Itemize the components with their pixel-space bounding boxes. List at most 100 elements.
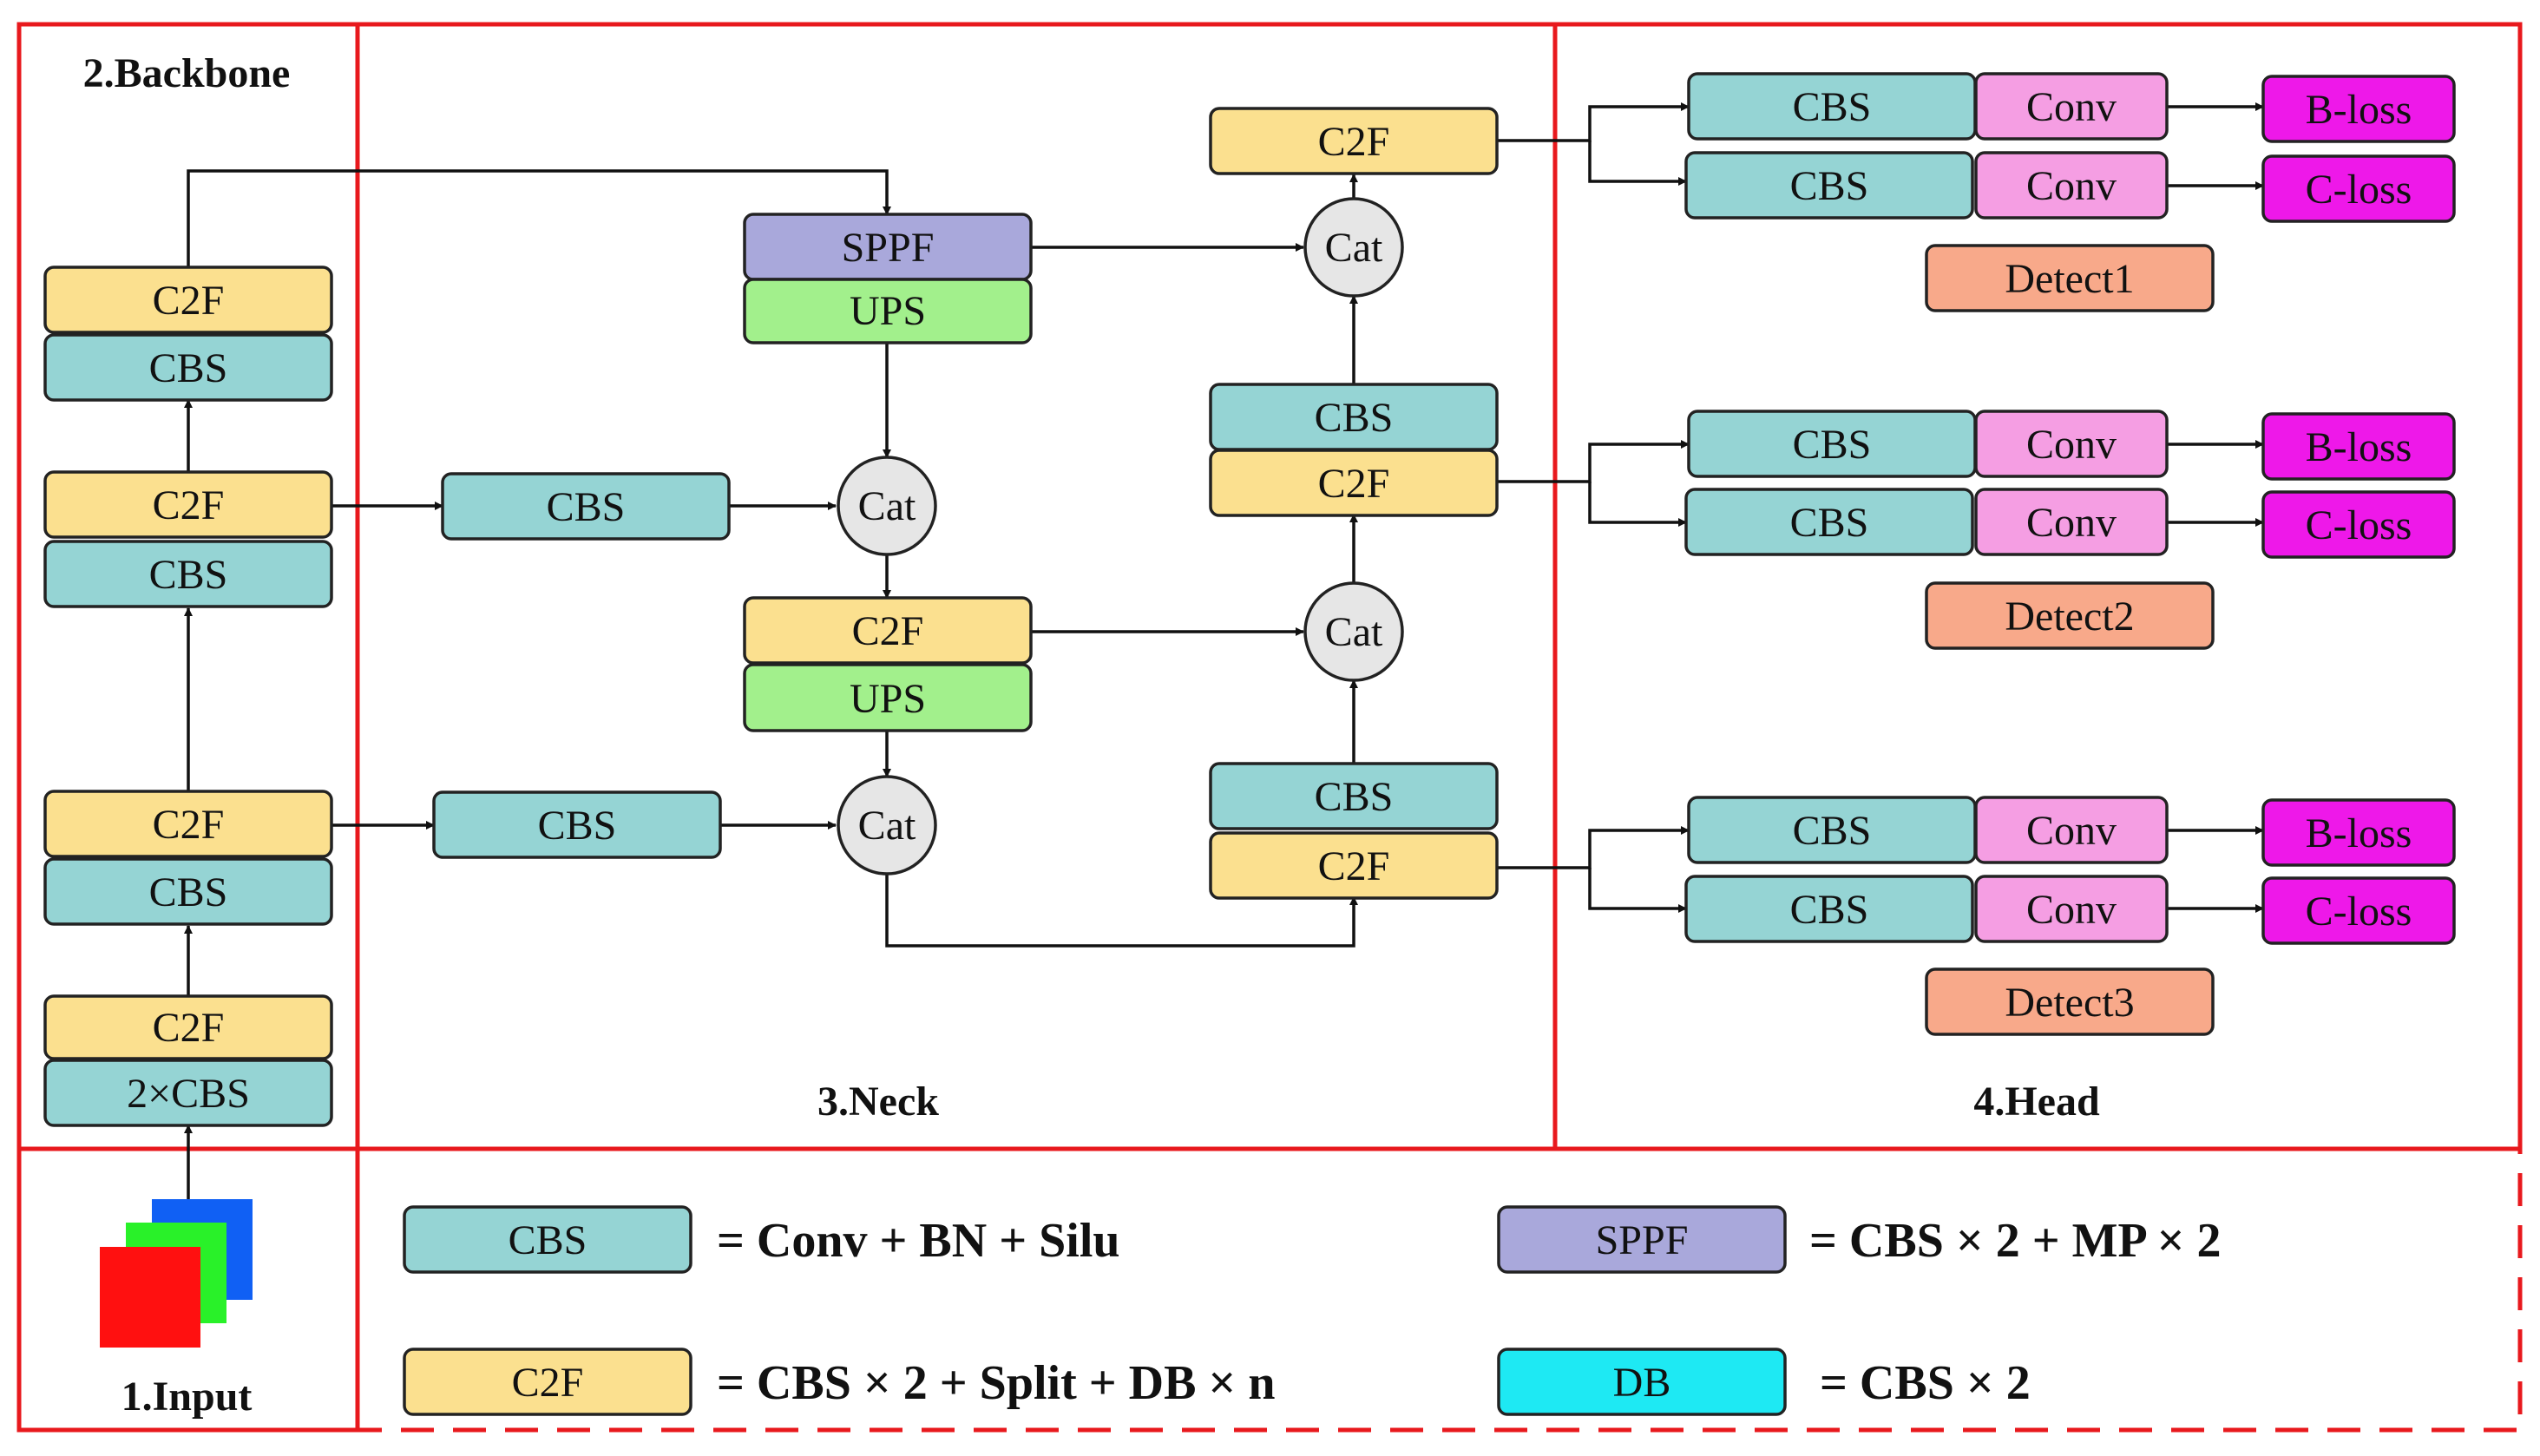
backbone-cbs-3 bbox=[43, 540, 333, 608]
neck-cat-3 bbox=[1303, 197, 1404, 298]
legend-cbs-swatch bbox=[403, 1205, 692, 1274]
connectors bbox=[184, 102, 2264, 1199]
head-3-bloss bbox=[2261, 798, 2456, 867]
backbone-c2f-2-label: C2F bbox=[153, 802, 225, 848]
head-2-conv-b bbox=[1974, 488, 2169, 556]
head-2-closs-label: C-loss bbox=[2306, 502, 2412, 548]
neck-cat-4-label: Cat bbox=[1325, 609, 1383, 655]
head-1-conv-a bbox=[1974, 72, 2169, 141]
backbone-cbs-4-label: CBS bbox=[149, 345, 228, 391]
head-2-cbs-b bbox=[1684, 488, 1974, 556]
neck-ups-1-label: UPS bbox=[850, 288, 926, 334]
neck-title: 3.Neck bbox=[817, 1079, 939, 1125]
backbone-c2f-4 bbox=[43, 266, 333, 334]
head-3-closs bbox=[2261, 876, 2456, 945]
backbone-cbs-2 bbox=[43, 857, 333, 926]
backbone-cbs-2-label: CBS bbox=[149, 869, 228, 915]
neck-c2f-top bbox=[1209, 107, 1499, 175]
neck-c2f-mid-label: C2F bbox=[852, 608, 924, 654]
head: CBS Conv B-loss CBS Conv C-loss Detect1 … bbox=[1684, 72, 2456, 1036]
backbone-c2f-3-label: C2F bbox=[153, 482, 225, 528]
head-3-conv-b-label: Conv bbox=[2026, 887, 2117, 933]
head-3-cbs-a-label: CBS bbox=[1793, 808, 1872, 854]
head-1-cbs-b bbox=[1684, 151, 1974, 220]
legend-db-definition: = CBS × 2 bbox=[1820, 1356, 2031, 1410]
neck-cbs-mid bbox=[441, 472, 731, 541]
neck-cat-3-label: Cat bbox=[1325, 225, 1383, 271]
legend-db-swatch bbox=[1497, 1348, 1787, 1416]
legend-sppf-label: SPPF bbox=[1596, 1217, 1689, 1263]
legend-db-label: DB bbox=[1613, 1360, 1671, 1406]
neck-cat-2 bbox=[837, 775, 937, 876]
neck-cat-4 bbox=[1303, 581, 1404, 682]
head-3-conv-b bbox=[1974, 875, 2169, 943]
head-1-closs-label: C-loss bbox=[2306, 167, 2412, 213]
backbone-cbs-3-label: CBS bbox=[149, 552, 228, 598]
legend-cbs-label: CBS bbox=[509, 1217, 587, 1263]
head-2-cbs-a-label: CBS bbox=[1793, 422, 1872, 468]
head-2-conv-a-label: Conv bbox=[2026, 422, 2117, 468]
head-1-cbs-a-label: CBS bbox=[1793, 84, 1872, 130]
head-2-closs bbox=[2261, 490, 2456, 559]
legend-c2f-definition: = CBS × 2 + Split + DB × n bbox=[717, 1356, 1275, 1410]
legend-c2f-swatch bbox=[403, 1348, 692, 1416]
neck-cat-1 bbox=[837, 456, 937, 556]
backbone-c2f-4-label: C2F bbox=[153, 278, 225, 324]
detect-2 bbox=[1925, 581, 2215, 650]
backbone-c2f-1 bbox=[43, 994, 333, 1060]
input-image-icon bbox=[100, 1199, 253, 1348]
input-channel-red bbox=[100, 1247, 200, 1348]
head-3-conv-a bbox=[1974, 796, 2169, 864]
neck-cbs-mid-label: CBS bbox=[547, 484, 626, 530]
neck-ups-1 bbox=[743, 278, 1033, 344]
legend-sppf-swatch bbox=[1497, 1205, 1787, 1274]
neck-cbs-low bbox=[432, 790, 722, 859]
neck-cbs-right-mid-label: CBS bbox=[1315, 395, 1394, 441]
backbone: C2F CBS C2F CBS C2F CBS C2F 2×CBS bbox=[43, 266, 333, 1127]
head-1-conv-b bbox=[1974, 151, 2169, 220]
input-title: 1.Input bbox=[121, 1374, 253, 1420]
neck-c2f-right-mid bbox=[1209, 449, 1499, 517]
detect-3-label: Detect3 bbox=[2005, 980, 2134, 1026]
neck-c2f-mid bbox=[743, 596, 1033, 665]
backbone-c2f-1-label: C2F bbox=[153, 1005, 225, 1051]
legend-sppf-definition: = CBS × 2 + MP × 2 bbox=[1809, 1214, 2222, 1268]
legend-cbs-definition: = Conv + BN + Silu bbox=[717, 1214, 1120, 1268]
detect-1 bbox=[1925, 244, 2215, 312]
head-3-cbs-b bbox=[1684, 875, 1974, 943]
backbone-2xcbs-label: 2×CBS bbox=[127, 1071, 250, 1117]
detect-2-label: Detect2 bbox=[2005, 594, 2134, 639]
head-1-conv-a-label: Conv bbox=[2026, 84, 2117, 130]
backbone-c2f-3 bbox=[43, 470, 333, 539]
legend-frame bbox=[358, 1146, 2523, 1433]
backbone-title: 2.Backbone bbox=[83, 50, 291, 96]
neck-c2f-right-mid-label: C2F bbox=[1318, 461, 1390, 507]
head-3-cbs-b-label: CBS bbox=[1790, 887, 1869, 933]
legend-c2f-label: C2F bbox=[512, 1360, 584, 1406]
backbone-c2f-2 bbox=[43, 790, 333, 858]
head-1-conv-b-label: Conv bbox=[2026, 163, 2117, 209]
backbone-2xcbs bbox=[43, 1059, 333, 1127]
detect-1-label: Detect1 bbox=[2005, 256, 2134, 302]
head-1-cbs-b-label: CBS bbox=[1790, 163, 1869, 209]
head-2-cbs-b-label: CBS bbox=[1790, 500, 1869, 546]
neck-sppf-label: SPPF bbox=[842, 225, 935, 271]
neck-c2f-top-label: C2F bbox=[1318, 119, 1390, 165]
head-2-bloss-label: B-loss bbox=[2306, 424, 2412, 470]
neck-c2f-right-low-label: C2F bbox=[1318, 843, 1390, 889]
head-3-closs-label: C-loss bbox=[2306, 889, 2412, 935]
neck: SPPF UPS CBS Cat C2F UPS CBS Cat C2F Cat… bbox=[432, 107, 1499, 900]
neck-cbs-right-low bbox=[1209, 762, 1499, 830]
head-title: 4.Head bbox=[1973, 1079, 2100, 1125]
legend: CBS = Conv + BN + Silu C2F = CBS × 2 + S… bbox=[403, 1205, 2222, 1416]
neck-c2f-right-low bbox=[1209, 831, 1499, 900]
head-3-conv-a-label: Conv bbox=[2026, 808, 2117, 854]
head-1-bloss bbox=[2261, 75, 2456, 143]
head-1-bloss-label: B-loss bbox=[2306, 87, 2412, 133]
neck-cbs-low-label: CBS bbox=[538, 803, 617, 849]
head-2-conv-a bbox=[1974, 410, 2169, 478]
head-2-conv-b-label: Conv bbox=[2026, 500, 2117, 546]
neck-ups-2 bbox=[743, 663, 1033, 732]
neck-ups-2-label: UPS bbox=[850, 676, 926, 722]
